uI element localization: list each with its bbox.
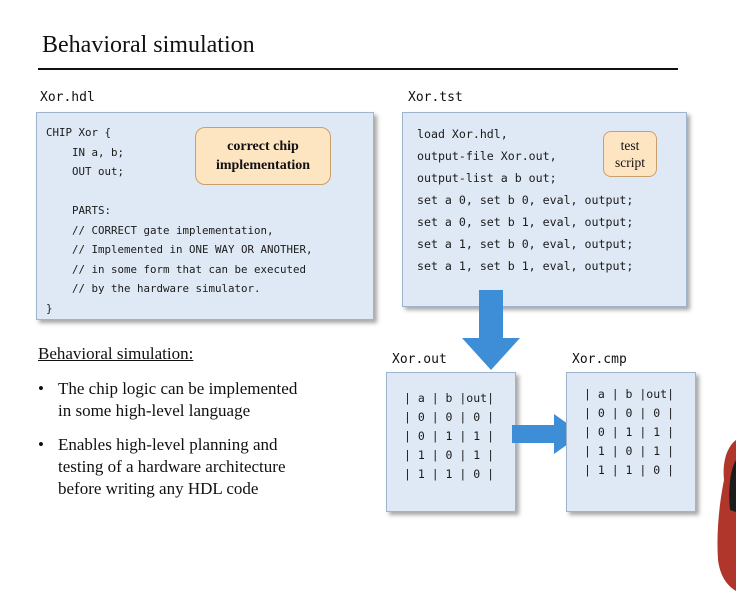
bullet-line: testing of a hardware architecture (58, 457, 286, 476)
bullet-dot: • (38, 379, 44, 398)
cmp-filename: Xor.cmp (572, 352, 627, 367)
bullet-line: Enables high-level planning and (58, 435, 278, 454)
bullet-item: • Enables high-level planning and testin… (38, 434, 368, 500)
title-rule (38, 68, 678, 70)
hdl-code: CHIP Xor { IN a, b; OUT out; PARTS: // C… (46, 123, 313, 318)
cmp-table: | a | b |out| | 0 | 0 | 0 | | 0 | 1 | 1 | |… (584, 385, 674, 480)
hdl-code-line: // in some form that can be executed (46, 262, 307, 276)
tst-code-line: set a 1, set b 0, eval, output; (417, 237, 634, 251)
cmp-table-row: | 1 | 1 | 0 | (584, 463, 675, 477)
tst-code-line: load Xor.hdl, (417, 127, 508, 141)
hdl-callout: correct chip implementation (195, 127, 331, 185)
tst-callout: test script (603, 131, 657, 177)
notes-list: • The chip logic can be implemented in s… (38, 378, 368, 500)
tst-filename: Xor.tst (408, 90, 463, 105)
hdl-code-line: IN a, b; (46, 145, 125, 159)
cmp-table-row: | 0 | 1 | 1 | (584, 425, 675, 439)
out-table-row: | 1 | 0 | 1 | (404, 448, 495, 462)
tst-code-line: output-list a b out; (417, 171, 557, 185)
bullet-line: before writing any HDL code (58, 479, 259, 498)
tst-code-line: set a 0, set b 1, eval, output; (417, 215, 634, 229)
hdl-callout-line: correct chip (227, 139, 299, 154)
out-table-row: | 0 | 1 | 1 | (404, 429, 495, 443)
tst-code-line: set a 1, set b 1, eval, output; (417, 259, 634, 273)
hdl-code-line: CHIP Xor { (46, 126, 112, 139)
bullet-dot: • (38, 435, 44, 454)
hdl-callout-line: implementation (215, 158, 311, 173)
presenter-figure (717, 440, 736, 591)
hdl-code-line: // by the hardware simulator. (46, 282, 261, 295)
hdl-code-line: OUT out; (46, 165, 125, 178)
bullet-item: • The chip logic can be implemented in s… (38, 378, 368, 422)
out-panel: | a | b |out| | 0 | 0 | 0 | | 0 | 1 | 1 | |… (386, 372, 516, 512)
cmp-panel: | a | b |out| | 0 | 0 | 0 | | 0 | 1 | 1 | |… (566, 372, 696, 512)
down-arrow-icon (462, 290, 520, 370)
hdl-code-line: PARTS: (46, 204, 112, 217)
out-table: | a | b |out| | 0 | 0 | 0 | | 0 | 1 | 1 | |… (404, 389, 494, 484)
out-table-row: | 0 | 0 | 0 | (404, 410, 495, 424)
out-table-row: | 1 | 1 | 0 | (404, 467, 495, 481)
cmp-table-row: | 1 | 0 | 1 | (584, 444, 675, 458)
hdl-filename: Xor.hdl (40, 90, 95, 105)
slide-title: Behavioral simulation (42, 32, 255, 58)
notes-heading: Behavioral simulation: (38, 344, 194, 363)
hdl-panel: CHIP Xor { IN a, b; OUT out; PARTS: // C… (36, 112, 374, 320)
hdl-code-line: // CORRECT gate implementation, (46, 223, 274, 237)
tst-callout-line: script (615, 155, 645, 170)
hdl-code-line: // Implemented in ONE WAY OR ANOTHER, (46, 243, 313, 256)
cmp-table-row: | 0 | 0 | 0 | (584, 406, 675, 420)
tst-code: load Xor.hdl, output-file Xor.out, output-… (417, 123, 633, 277)
tst-callout-line: test (620, 138, 640, 153)
bullet-line: in some high-level language (58, 401, 251, 420)
cmp-table-row: | a | b |out| (584, 387, 675, 401)
out-filename: Xor.out (392, 352, 447, 367)
tst-code-line: set a 0, set b 0, eval, output; (417, 193, 634, 207)
hdl-code-line: } (46, 301, 53, 315)
out-table-row: | a | b |out| (404, 391, 495, 405)
bullet-line: The chip logic can be implemented (58, 379, 298, 398)
tst-panel: load Xor.hdl, output-file Xor.out, output-… (402, 112, 687, 307)
tst-code-line: output-file Xor.out, (417, 149, 557, 163)
